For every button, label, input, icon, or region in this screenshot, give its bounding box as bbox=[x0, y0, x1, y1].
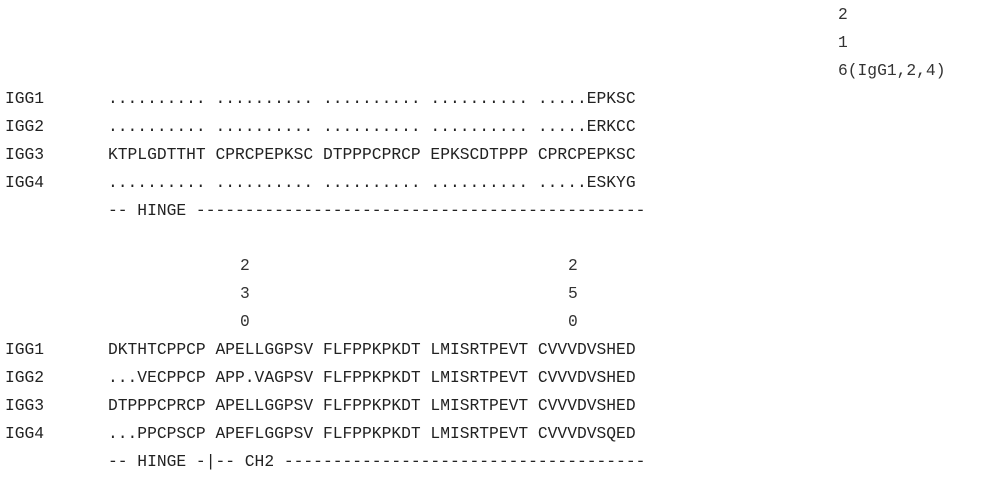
row-label-igg1: IGG1 bbox=[5, 340, 45, 359]
sequence-igg1: DKTHTCPPCP APELLGGPSV FLFPPKPKDT LMISRTP… bbox=[108, 340, 636, 359]
row-label-igg3: IGG3 bbox=[5, 145, 45, 164]
position-marker-216-digit-2: 1 bbox=[838, 33, 848, 52]
position-marker-216-digit-3: 6(IgG1,2,4) bbox=[838, 61, 946, 80]
domain-annotation-hinge-ch2: -- HINGE -|-- CH2 ----------------------… bbox=[108, 452, 646, 471]
sequence-igg2: .......... .......... .......... .......… bbox=[108, 117, 636, 136]
sequence-igg4: .......... .......... .......... .......… bbox=[108, 173, 636, 192]
position-marker-250-digit-1: 2 bbox=[568, 256, 578, 275]
sequence-igg4: ...PPCPSCP APEFLGGPSV FLFPPKPKDT LMISRTP… bbox=[108, 424, 636, 443]
position-marker-216-digit-1: 2 bbox=[838, 5, 848, 24]
sequence-igg2: ...VECPPCP APP.VAGPSV FLFPPKPKDT LMISRTP… bbox=[108, 368, 636, 387]
row-label-igg4: IGG4 bbox=[5, 424, 45, 443]
row-label-igg2: IGG2 bbox=[5, 368, 45, 387]
row-label-igg4: IGG4 bbox=[5, 173, 45, 192]
sequence-igg3: KTPLGDTTHT CPRCPEPKSC DTPPPCPRCP EPKSCDT… bbox=[108, 145, 636, 164]
position-marker-250-digit-3: 0 bbox=[568, 312, 578, 331]
row-label-igg3: IGG3 bbox=[5, 396, 45, 415]
row-label-igg1: IGG1 bbox=[5, 89, 45, 108]
position-marker-230-digit-3: 0 bbox=[240, 312, 250, 331]
position-marker-230-digit-1: 2 bbox=[240, 256, 250, 275]
row-label-igg2: IGG2 bbox=[5, 117, 45, 136]
position-marker-250-digit-2: 5 bbox=[568, 284, 578, 303]
sequence-igg1: .......... .......... .......... .......… bbox=[108, 89, 636, 108]
domain-annotation-hinge: -- HINGE -------------------------------… bbox=[108, 201, 646, 220]
sequence-igg3: DTPPPCPRCP APELLGGPSV FLFPPKPKDT LMISRTP… bbox=[108, 396, 636, 415]
position-marker-230-digit-2: 3 bbox=[240, 284, 250, 303]
